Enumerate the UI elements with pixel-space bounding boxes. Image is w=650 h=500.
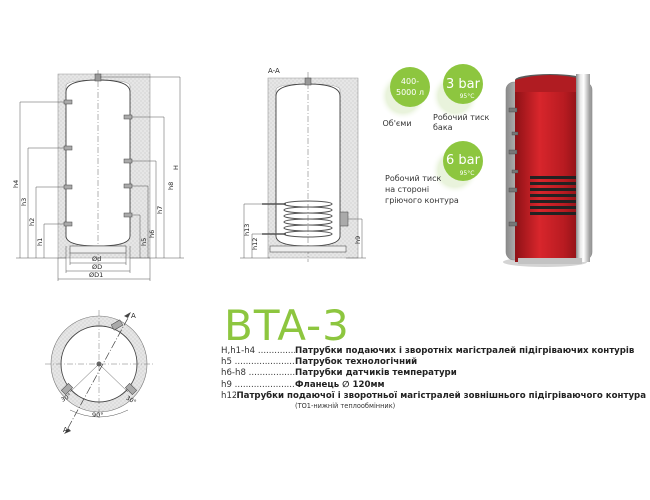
spec-code: h6-h8 ..................................… <box>221 368 295 379</box>
badge-circuit-pressure-caption-2: на стороні <box>385 185 429 194</box>
spec-code: H,h1-h4 ................................… <box>221 346 295 356</box>
top-view: A A 90° 30° 30° <box>45 310 153 434</box>
angle-90: 90° <box>92 411 104 419</box>
dim-h7: h7 <box>156 206 164 214</box>
badge-circuit-pressure-sub: 95°C <box>460 170 475 177</box>
model-title: BTA-3 <box>224 301 350 350</box>
dim-D1: ØD1 <box>89 271 103 279</box>
dim-h13: h13 <box>243 224 251 236</box>
dim-h5: h5 <box>140 238 148 246</box>
badge-tank-pressure-sub: 95°C <box>460 93 475 100</box>
badge-volume-value-line1: 400- <box>401 77 419 86</box>
section-label: A-A <box>268 67 280 75</box>
badge-volume <box>390 67 430 107</box>
dim-h8: h8 <box>167 182 175 190</box>
angle-30-right: 30° <box>125 395 138 406</box>
dim-H: H <box>172 165 180 170</box>
arrow-label-top: A <box>131 312 136 320</box>
spec-row: h5 .....................................… <box>221 357 646 368</box>
left-ports <box>63 99 73 227</box>
badge-tank-pressure-caption-2: бака <box>433 123 453 132</box>
badge-tank-pressure <box>443 64 483 104</box>
badge-circuit-pressure-caption-1: Робочий тиск <box>385 174 441 183</box>
badge-volume-caption: Об'єми <box>382 119 411 128</box>
dim-d: Ød <box>92 255 101 263</box>
dim-h4: h4 <box>12 180 20 188</box>
spec-code: h9 .....................................… <box>221 379 295 390</box>
dim-h6: h6 <box>148 230 156 238</box>
flange <box>339 211 349 227</box>
section-view: A-A h13 h12 h9 <box>240 67 366 262</box>
spec-note: (ТО1-нижній теплообмінник) <box>295 402 396 411</box>
badge-circuit-pressure-value: 6 bar <box>446 153 481 168</box>
render-coil <box>530 176 576 215</box>
spec-description: Патрубки подаючої і зворотньої магістрал… <box>236 390 646 401</box>
badge-volume-value-line2: 5000 л <box>396 88 424 97</box>
top-port <box>94 73 102 82</box>
spec-description: Патрубки подаючих і зворотніх магістрале… <box>295 346 635 356</box>
dim-h2: h2 <box>28 218 36 226</box>
spec-row: H,h1-h4 ................................… <box>221 346 646 357</box>
badge-tank-pressure-value: 3 bar <box>446 77 481 92</box>
front-view: h4 h3 h2 h1 h8 h7 h6 h5 H Ød ØD ØD1 <box>12 70 184 281</box>
dim-h9: h9 <box>354 236 362 244</box>
spec-table: H,h1-h4 ................................… <box>221 346 646 410</box>
dim-h1: h1 <box>36 238 44 246</box>
dim-h12: h12 <box>251 238 259 250</box>
spec-description: Патрубок технологічний <box>295 357 418 368</box>
tank-render <box>503 74 593 267</box>
spec-description: Фланець ∅ 120мм <box>295 379 385 390</box>
dim-h3: h3 <box>20 198 28 206</box>
dim-D: ØD <box>92 263 102 271</box>
angle-30-left: 30° <box>60 392 73 403</box>
badge-circuit-pressure-caption-3: гріючого контура <box>385 196 459 205</box>
spec-code: h12-h13 ................................… <box>221 390 237 401</box>
arrow-label-bottom: A <box>63 426 68 434</box>
spec-description: Патрубки датчиків температури <box>295 368 457 379</box>
spec-row: h12-h13 ................................… <box>221 391 646 402</box>
spec-row: h6-h8 ..................................… <box>221 368 646 379</box>
spec-code: h5 .....................................… <box>221 357 295 368</box>
spec-row: h9 .....................................… <box>221 380 646 391</box>
badges: 400- 5000 л Об'єми 3 bar 95°C Робочий ти… <box>379 64 489 205</box>
badge-tank-pressure-caption-1: Робочий тиск <box>433 113 489 122</box>
badge-circuit-pressure <box>443 141 483 181</box>
